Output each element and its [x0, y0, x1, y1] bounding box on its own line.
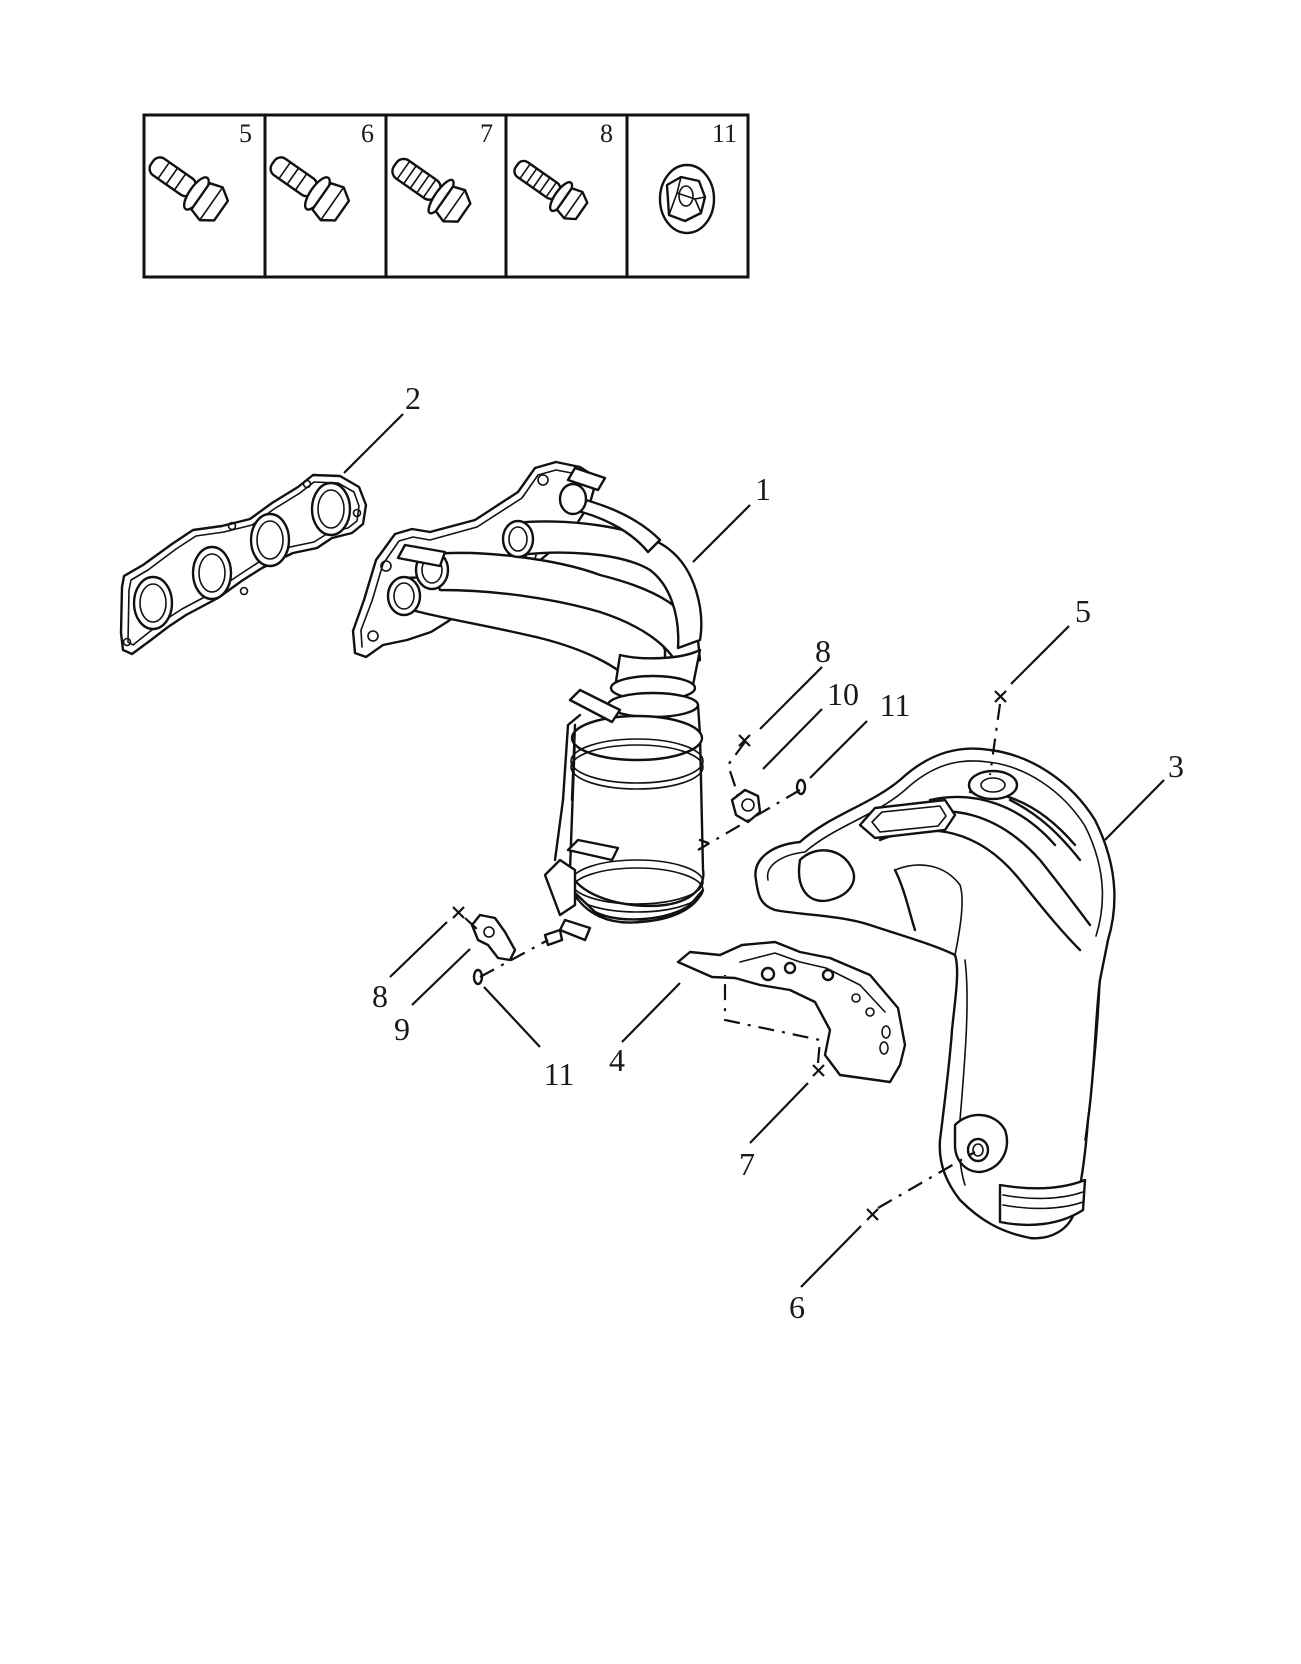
callout-1: 1: [755, 471, 771, 507]
flange-nut-icon: [658, 163, 716, 235]
legend-number-7: 7: [480, 119, 493, 148]
exhaust-manifold-gasket: [119, 473, 368, 656]
callout-4: 4: [609, 1042, 625, 1078]
bracket-9-marker: [470, 913, 517, 962]
bolt-8-lower-marker: [452, 906, 465, 919]
callout-numbers: 1 2 3 4 5 6 7 8 8 9 10 11 11: [372, 380, 1184, 1325]
callout-3: 3: [1168, 748, 1184, 784]
callout-7: 7: [739, 1146, 755, 1182]
callout-8-upper: 8: [815, 633, 831, 669]
callout-9: 9: [394, 1011, 410, 1047]
exhaust-manifold-heat-shield: [754, 747, 1116, 1240]
bolt-8-upper-marker: [738, 734, 751, 747]
exhaust-manifold-with-catalyst: [351, 460, 710, 947]
catalyst-lower-heat-shield: [676, 940, 907, 1084]
callout-5: 5: [1075, 593, 1091, 629]
legend-number-5: 5: [239, 119, 252, 148]
fastener-markers: [452, 690, 1007, 1221]
legend-number-11: 11: [712, 119, 737, 148]
bolt-6-marker: [866, 1208, 879, 1221]
bolt-5-marker: [994, 690, 1007, 703]
legend-number-8: 8: [600, 119, 613, 148]
fastener-legend: 5 6 7 8 11: [142, 113, 750, 279]
flange-bolt-icon: [513, 159, 589, 221]
legend-number-6: 6: [361, 119, 374, 148]
callout-8-lower: 8: [372, 978, 388, 1014]
callout-10: 10: [827, 676, 859, 712]
clip-10-marker: [730, 788, 762, 824]
leader-lines: [343, 413, 1165, 1288]
callout-11-lower: 11: [544, 1056, 575, 1092]
bolt-7-marker: [812, 1064, 825, 1077]
callout-11-upper: 11: [880, 687, 911, 723]
flange-bolt-icon: [269, 156, 351, 222]
flange-bolt-icon: [148, 156, 230, 222]
callout-6: 6: [789, 1289, 805, 1325]
callout-2: 2: [405, 380, 421, 416]
flange-bolt-icon: [391, 157, 472, 223]
